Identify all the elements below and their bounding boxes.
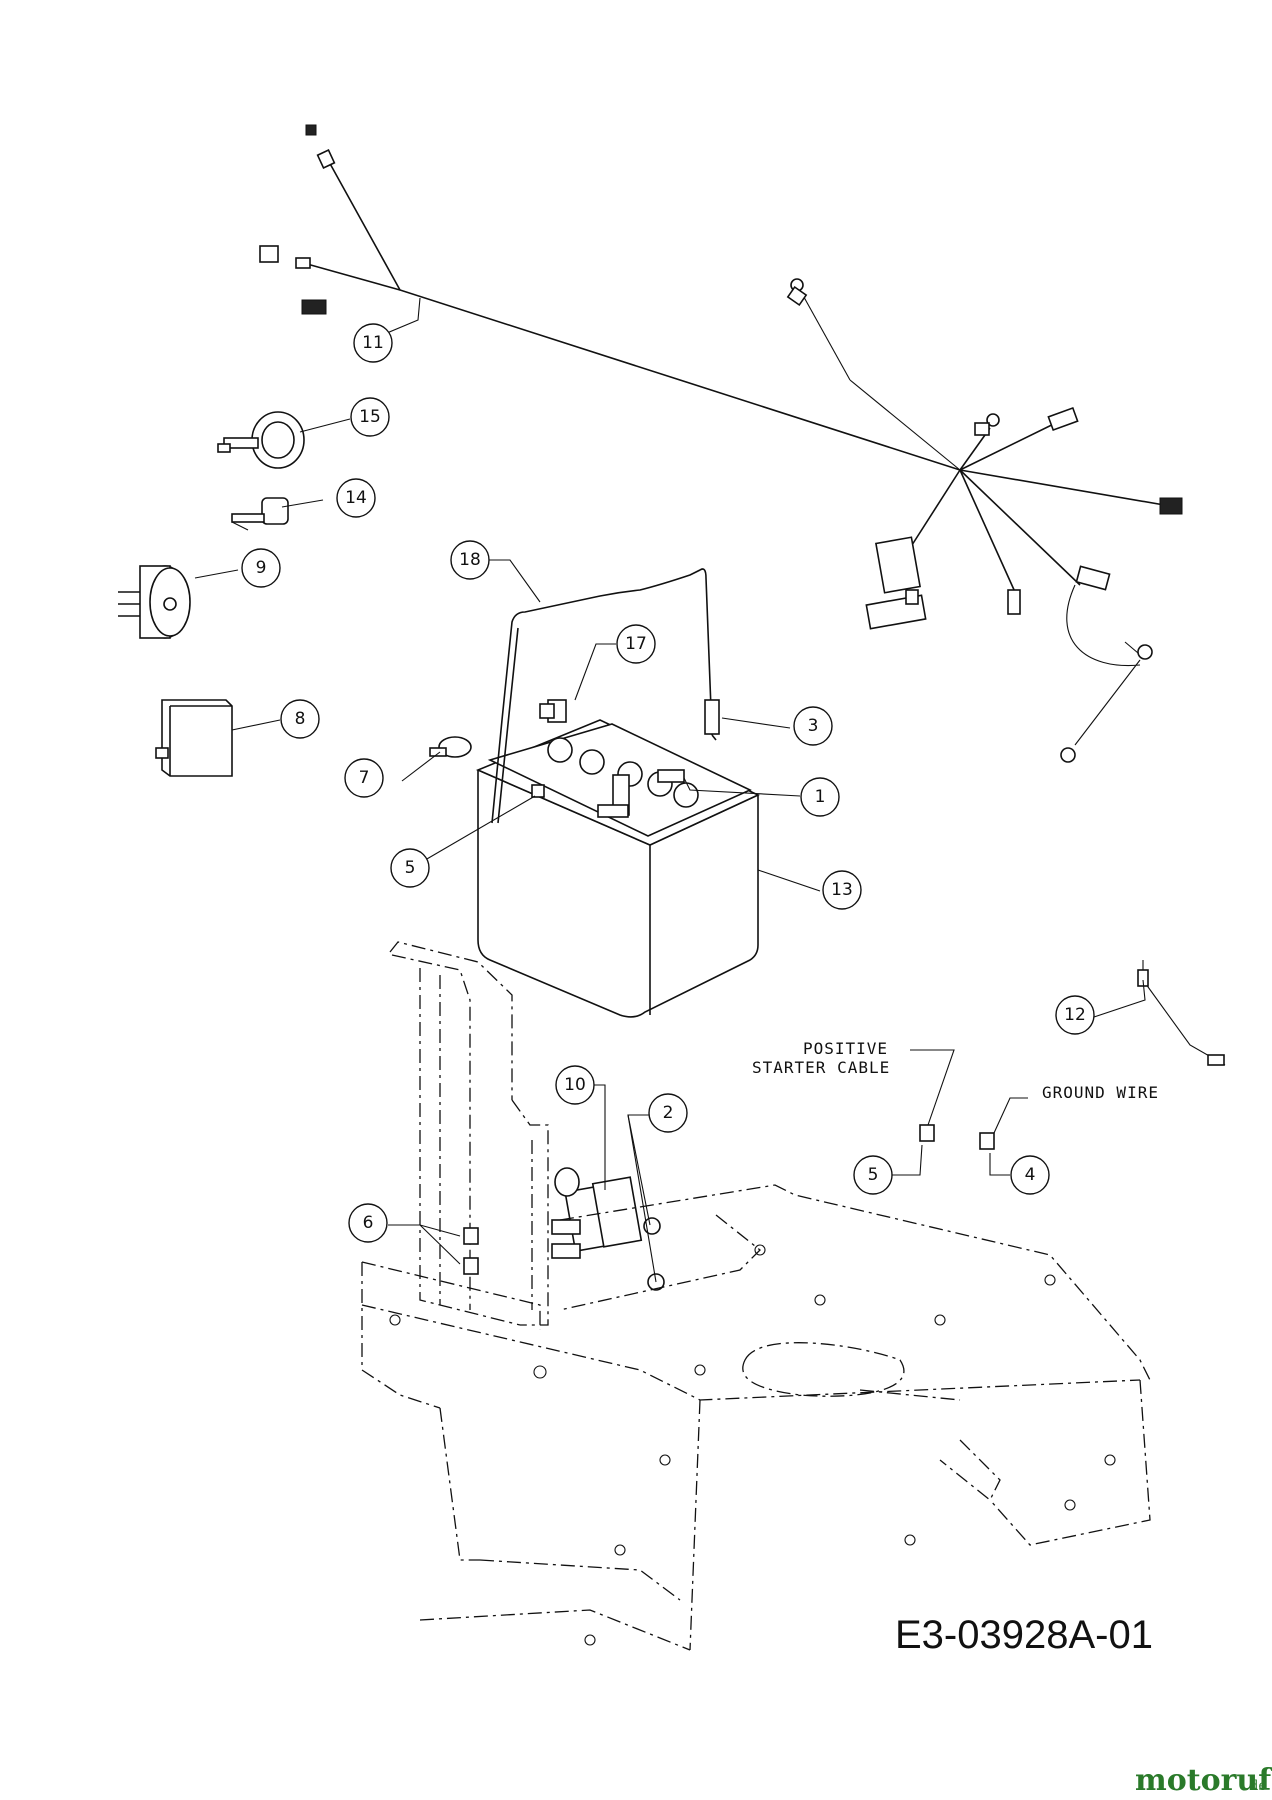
svg-text:14: 14 (345, 488, 367, 508)
callout-15: 15 (350, 397, 390, 437)
ignition-key (231, 497, 289, 531)
svg-text:15: 15 (359, 407, 381, 427)
starter-solenoid (463, 1167, 665, 1291)
callout-18: 18 (450, 540, 490, 580)
svg-text:17: 17 (625, 634, 647, 654)
svg-text:3: 3 (808, 716, 819, 736)
callout-5-battery: 5 (390, 848, 430, 888)
callout-1: 1 (800, 777, 840, 817)
battery-hold-down (491, 568, 717, 824)
drawing-code: E3-03928A-01 (895, 1613, 1153, 1657)
svg-text:7: 7 (359, 768, 370, 788)
ignition-switch (217, 411, 305, 469)
battery-bracket (389, 941, 549, 1326)
svg-text:5: 5 (868, 1165, 879, 1185)
pto-switch (118, 565, 191, 639)
callout-8: 8 (280, 699, 320, 739)
callout-13: 13 (822, 870, 862, 910)
hardware (429, 699, 1226, 1150)
svg-text:9: 9 (256, 558, 267, 578)
note-ground-wire: GROUND WIRE (1042, 1083, 1159, 1102)
svg-text:5: 5 (405, 858, 416, 878)
callout-3: 3 (793, 706, 833, 746)
callout-6: 6 (348, 1203, 388, 1243)
module (155, 699, 233, 777)
svg-text:13: 13 (831, 880, 853, 900)
callout-17: 17 (616, 624, 656, 664)
note-positive-line1: POSITIVE (803, 1039, 888, 1058)
callout-2: 2 (648, 1093, 688, 1133)
svg-text:2: 2 (663, 1103, 674, 1123)
svg-text:8: 8 (295, 709, 306, 729)
note-positive-line2: STARTER CABLE (752, 1058, 890, 1077)
callout-9: 9 (241, 548, 281, 588)
svg-text:12: 12 (1064, 1005, 1086, 1025)
tractor-frame (361, 1184, 1151, 1651)
svg-text:10: 10 (564, 1075, 586, 1095)
callout-11: 11 (353, 323, 393, 363)
svg-text:18: 18 (459, 550, 481, 570)
callout-14: 14 (336, 478, 376, 518)
callout-7: 7 (344, 758, 384, 798)
callout-12: 12 (1055, 995, 1095, 1035)
battery (475, 719, 760, 1018)
callout-5-positive: 5 (853, 1155, 893, 1195)
callout-4: 4 (1010, 1155, 1050, 1195)
watermark-suffix: .de (1245, 1778, 1267, 1794)
svg-text:4: 4 (1025, 1165, 1036, 1185)
svg-text:6: 6 (363, 1213, 374, 1233)
svg-text:1: 1 (815, 787, 826, 807)
watermark-brand: motoruf (1135, 1763, 1272, 1798)
svg-text:11: 11 (362, 333, 384, 353)
callout-10: 10 (555, 1065, 595, 1105)
watermark-logo: motoruf .de (1135, 1763, 1272, 1798)
wiring-harness (259, 124, 1183, 763)
